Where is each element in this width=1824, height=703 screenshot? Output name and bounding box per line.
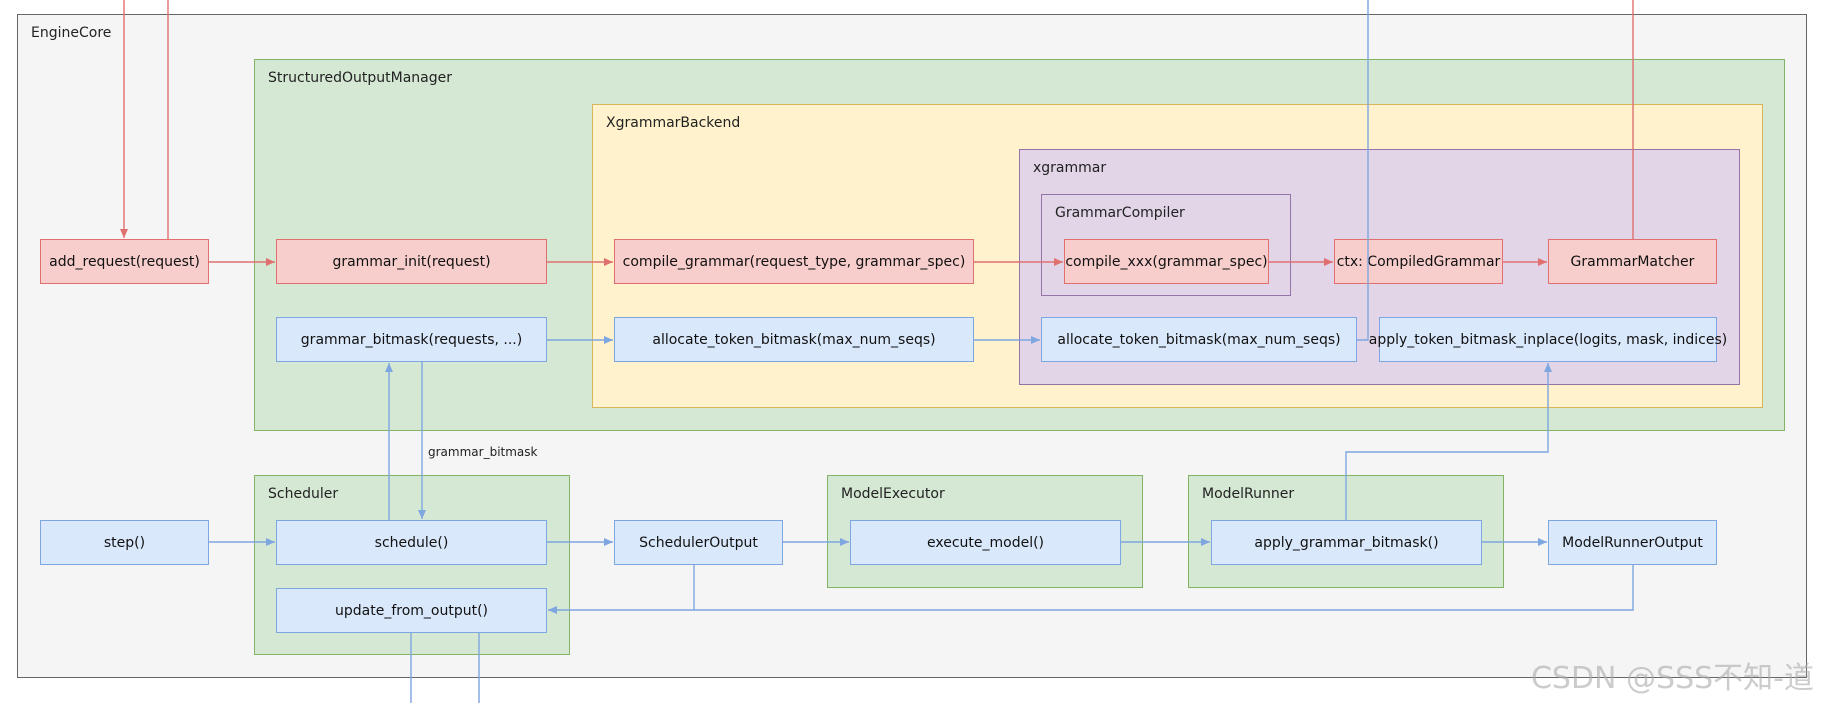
- grammar-bitmask-node: grammar_bitmask(requests, ...): [276, 317, 547, 362]
- step-node: step(): [40, 520, 209, 565]
- scheduler-output-node: SchedulerOutput: [614, 520, 783, 565]
- execute-model-node: execute_model(): [850, 520, 1121, 565]
- model-executor-title: ModelExecutor: [841, 486, 945, 502]
- apply-grammar-bitmask-node: apply_grammar_bitmask(): [1211, 520, 1482, 565]
- xgrammar-backend-title: XgrammarBackend: [606, 115, 741, 131]
- compile-grammar-node: compile_grammar(request_type, grammar_sp…: [614, 239, 974, 284]
- compile-xxx-node: compile_xxx(grammar_spec): [1064, 239, 1269, 284]
- allocate-token-bitmask-backend-node: allocate_token_bitmask(max_num_seqs): [614, 317, 974, 362]
- model-runner-output-node: ModelRunnerOutput: [1548, 520, 1717, 565]
- grammar-init-node: grammar_init(request): [276, 239, 547, 284]
- grammar-bitmask-edge-label: grammar_bitmask: [428, 445, 538, 459]
- scheduler-title: Scheduler: [268, 486, 339, 502]
- grammar-compiler-title: GrammarCompiler: [1055, 205, 1185, 221]
- watermark: CSDN @SSS不知-道: [1530, 661, 1814, 696]
- ctx-compiled-grammar-node: ctx: CompiledGrammar: [1334, 239, 1503, 284]
- update-from-output-node: update_from_output(): [276, 588, 547, 633]
- engine-core-title: EngineCore: [31, 25, 112, 41]
- model-runner-title: ModelRunner: [1202, 486, 1295, 502]
- allocate-token-bitmask-xgrammar-node: allocate_token_bitmask(max_num_seqs): [1041, 317, 1357, 362]
- add-request-node: add_request(request): [40, 239, 209, 284]
- schedule-node: schedule(): [276, 520, 547, 565]
- xgrammar-title: xgrammar: [1033, 160, 1107, 176]
- structured-output-manager-title: StructuredOutputManager: [268, 70, 453, 86]
- apply-token-bitmask-inplace-node: apply_token_bitmask_inplace(logits, mask…: [1369, 317, 1727, 362]
- grammar-matcher-node: GrammarMatcher: [1548, 239, 1717, 284]
